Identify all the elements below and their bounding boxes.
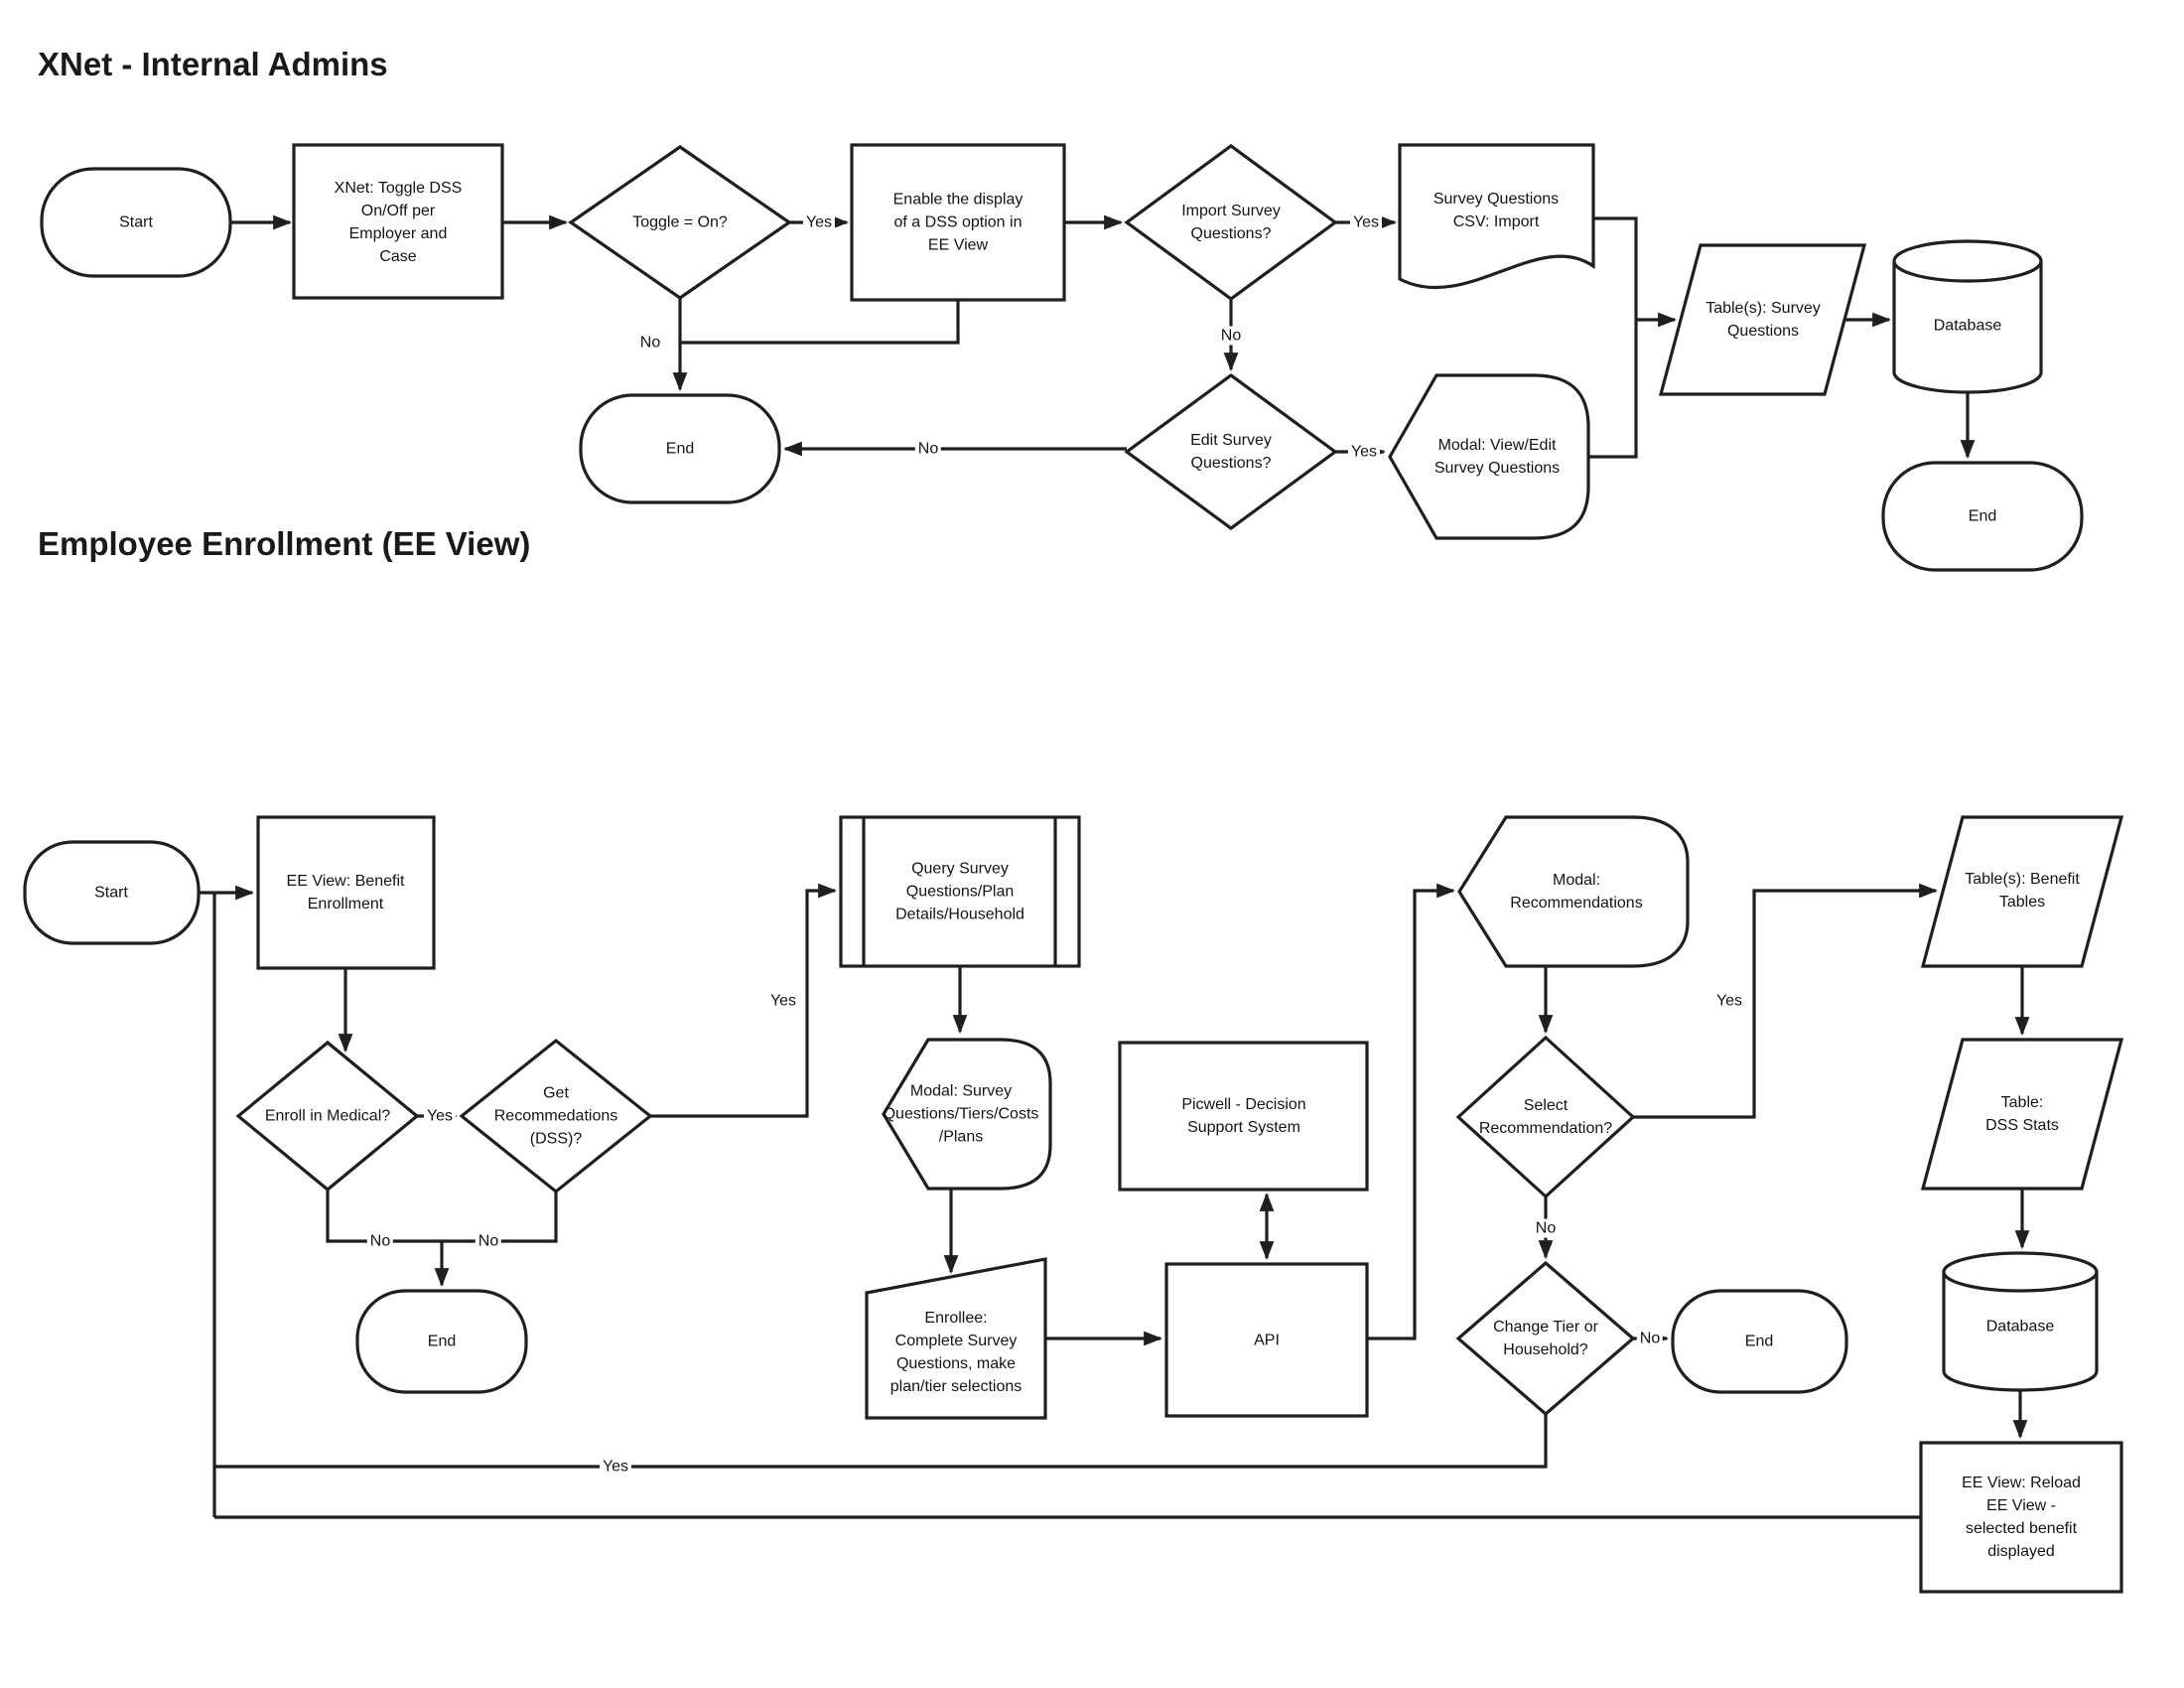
label-enroll-medical: Enroll in Medical? bbox=[264, 1107, 391, 1125]
label-start-ee: Start bbox=[94, 884, 128, 902]
terminator-start-ee bbox=[23, 840, 201, 945]
label-dss-stats: Table: DSS Stats bbox=[1985, 1094, 2059, 1134]
decision-enroll-medical bbox=[235, 1040, 420, 1193]
edge-label-toggle-no: No bbox=[636, 333, 664, 352]
decision-get-recommendations bbox=[459, 1038, 653, 1195]
process-enable-display bbox=[850, 143, 1066, 302]
process-reload-ee-view bbox=[1919, 1441, 2123, 1594]
label-picwell: Picwell - Decision Support System bbox=[1181, 1096, 1306, 1136]
edge-label-getrec-no: No bbox=[475, 1231, 502, 1251]
edge-label-enroll-no: No bbox=[366, 1231, 394, 1251]
label-toggle-dss: XNet: Toggle DSS On/Off per Employer and… bbox=[334, 180, 463, 265]
terminator-end-ee bbox=[1671, 1289, 1848, 1394]
predefined-query-inner-bars bbox=[862, 817, 1057, 966]
edge-enable-no-return bbox=[680, 300, 960, 345]
display-modal-view-edit bbox=[1388, 373, 1590, 540]
decision-toggle-on bbox=[568, 145, 792, 300]
label-enrollee-complete: Enrollee: Complete Survey Questions, mak… bbox=[889, 1310, 1023, 1395]
label-api: API bbox=[1254, 1332, 1280, 1349]
edge-label-enroll-yes: Yes bbox=[423, 1106, 457, 1126]
terminator-end-xnet-main bbox=[579, 393, 781, 504]
data-benefit-tables bbox=[1920, 815, 2124, 968]
label-benefit-tables: Table(s): Benefit Tables bbox=[1965, 871, 2080, 911]
edge-modaledit-out bbox=[1588, 320, 1638, 459]
edge-doc-out bbox=[1593, 216, 1638, 320]
label-edit-survey: Edit Survey Questions? bbox=[1190, 432, 1272, 472]
edge-enroll-no bbox=[326, 1190, 442, 1243]
display-modal-survey bbox=[882, 1038, 1052, 1191]
label-get-recommendations: Get Recommedations (DSS)? bbox=[493, 1084, 618, 1148]
database-cylinder-xnet bbox=[1892, 239, 2043, 394]
label-end-no-enroll: End bbox=[427, 1333, 457, 1350]
edge-label-select-yes: Yes bbox=[1712, 991, 1746, 1011]
section-title-ee: Employee Enrollment (EE View) bbox=[38, 525, 531, 562]
label-end-xnet-main: End bbox=[665, 440, 695, 458]
edge-label-select-no: No bbox=[1532, 1218, 1560, 1238]
label-modal-view-edit: Modal: View/Edit Survey Questions bbox=[1433, 437, 1561, 477]
edge-label-toggle-yes: Yes bbox=[802, 212, 836, 232]
edge-label-change-no: No bbox=[1636, 1329, 1664, 1348]
terminator-start-xnet bbox=[40, 167, 232, 278]
edge-changetier-yes-loop bbox=[214, 1414, 1548, 1469]
edge-label-edit-no: No bbox=[914, 439, 942, 459]
decision-import-survey bbox=[1124, 144, 1338, 301]
label-change-tier: Change Tier or Household? bbox=[1493, 1319, 1598, 1358]
edge-label-getrec-yes: Yes bbox=[766, 991, 800, 1011]
label-benefit-enrollment: EE View: Benefit Enrollment bbox=[286, 873, 405, 913]
label-database-ee: Database bbox=[1985, 1318, 2055, 1336]
data-tables-survey-questions bbox=[1658, 243, 1867, 396]
edge-label-edit-yes: Yes bbox=[1347, 442, 1381, 462]
manual-enrollee-complete bbox=[865, 1257, 1047, 1420]
process-toggle-dss bbox=[292, 143, 504, 300]
decision-select-recommendation bbox=[1455, 1035, 1636, 1199]
document-csv-import bbox=[1398, 143, 1595, 290]
decision-edit-survey bbox=[1124, 373, 1338, 530]
label-query-survey: Query Survey Questions/Plan Details/Hous… bbox=[895, 860, 1024, 923]
label-modal-survey: Modal: Survey Questions/Tiers/Costs /Pla… bbox=[883, 1082, 1039, 1146]
predefined-query-survey bbox=[839, 815, 1081, 968]
terminator-end-no-enroll bbox=[355, 1289, 528, 1394]
database-cylinder-ee bbox=[1942, 1251, 2099, 1392]
data-dss-stats bbox=[1920, 1038, 2124, 1191]
process-picwell-dss bbox=[1118, 1041, 1369, 1192]
edge-label-change-yes: Yes bbox=[599, 1457, 632, 1477]
section-title-xnet: XNet - Internal Admins bbox=[38, 46, 388, 82]
label-csv-import: Survey Questions CSV: Import bbox=[1433, 191, 1560, 230]
process-api bbox=[1164, 1262, 1369, 1418]
process-benefit-enrollment bbox=[256, 815, 436, 970]
label-tables-survey: Table(s): Survey Questions bbox=[1706, 300, 1821, 340]
edge-label-import-no: No bbox=[1217, 326, 1245, 346]
label-start-xnet: Start bbox=[119, 213, 153, 231]
edge-api-to-modalrec bbox=[1367, 883, 1456, 1340]
label-import-survey: Import Survey Questions? bbox=[1181, 203, 1281, 242]
terminator-end-xnet-db bbox=[1881, 461, 2084, 572]
label-end-xnet-db: End bbox=[1968, 507, 1997, 525]
label-reload-ee-view: EE View: Reload EE View - selected benef… bbox=[1962, 1475, 2081, 1560]
label-modal-recommendations: Modal: Recommendations bbox=[1510, 872, 1643, 912]
label-database-xnet: Database bbox=[1933, 317, 2002, 335]
label-end-ee: End bbox=[1744, 1333, 1774, 1350]
label-select-recommendation: Select Recommendation? bbox=[1478, 1097, 1613, 1137]
edge-select-yes bbox=[1633, 883, 1939, 1119]
decision-change-tier bbox=[1455, 1260, 1636, 1417]
edge-label-import-yes: Yes bbox=[1349, 212, 1383, 232]
display-modal-recommendations bbox=[1457, 815, 1690, 968]
edge-getrec-yes bbox=[650, 883, 838, 1118]
label-enable-display: Enable the display of a DSS option in EE… bbox=[892, 191, 1024, 254]
label-toggle-on: Toggle = On? bbox=[632, 213, 728, 231]
